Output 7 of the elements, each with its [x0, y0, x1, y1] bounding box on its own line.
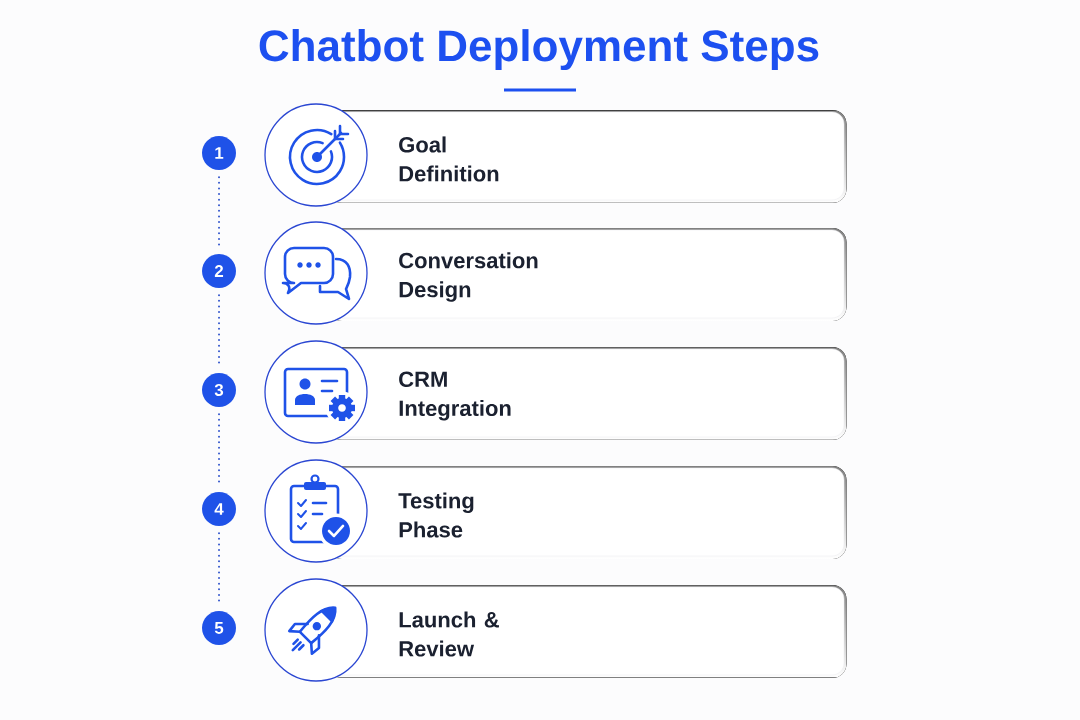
number-badge: 5 [202, 611, 236, 645]
number-badge: 3 [202, 373, 236, 407]
dotted-line [218, 176, 220, 248]
number-badge: 4 [202, 492, 236, 526]
number-badge: 1 [202, 136, 236, 170]
title: Chatbot Deployment Steps [259, 29, 819, 71]
number-badge: 2 [202, 254, 236, 288]
